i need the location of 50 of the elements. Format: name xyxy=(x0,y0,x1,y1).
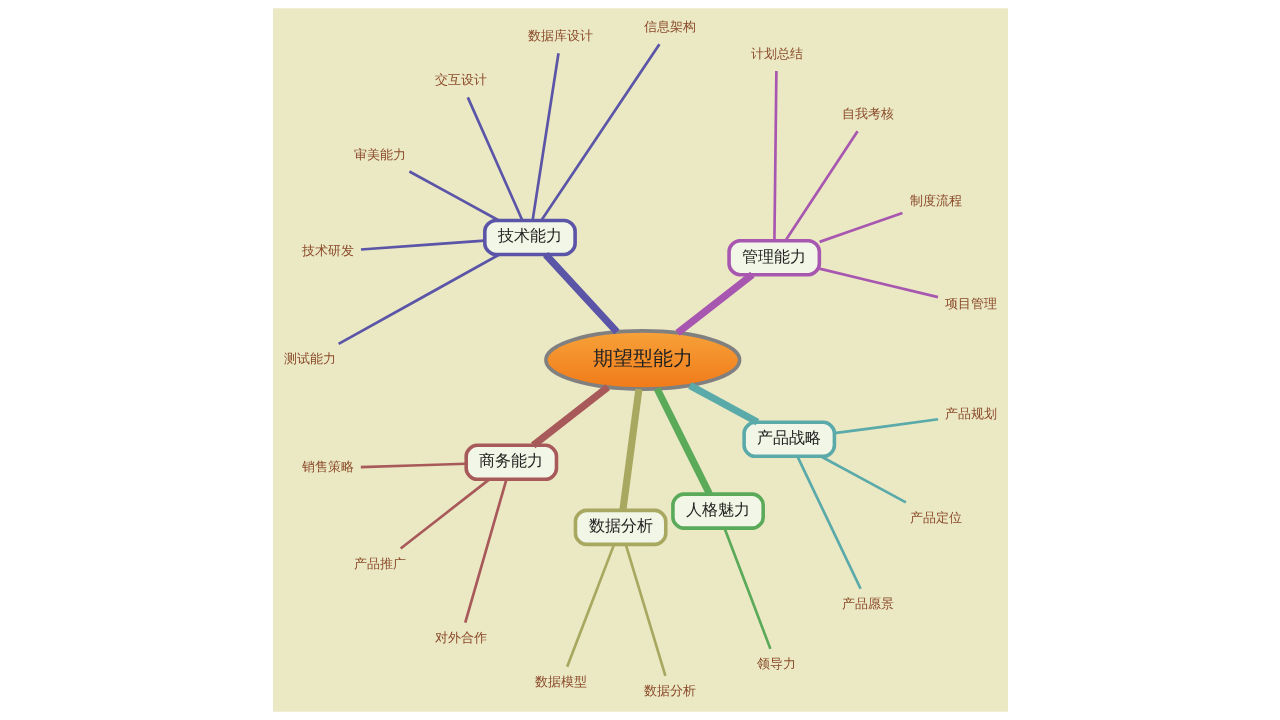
connector xyxy=(539,43,661,222)
connector xyxy=(530,53,560,221)
node-text: 销售策略 xyxy=(301,459,354,475)
connector xyxy=(833,417,938,435)
connector xyxy=(360,239,485,251)
node-text: 信息架构 xyxy=(643,19,696,35)
connector xyxy=(542,252,619,335)
connector xyxy=(819,455,906,504)
node-ellipse: 期望型能力 xyxy=(543,329,741,391)
node-box: 管理能力 xyxy=(726,238,821,277)
node-text: 产品规划 xyxy=(944,406,997,422)
connector xyxy=(623,544,667,677)
node-text: 项目管理 xyxy=(944,296,997,312)
node-text: 数据模型 xyxy=(534,674,587,690)
node-box: 技术能力 xyxy=(482,218,577,257)
connector xyxy=(337,253,500,346)
connector xyxy=(653,387,713,496)
connector xyxy=(783,130,859,242)
connector xyxy=(722,527,772,650)
node-text: 技术研发 xyxy=(301,243,354,259)
node-text: 数据分析 xyxy=(643,683,696,699)
node-text: 领导力 xyxy=(756,656,796,672)
connector xyxy=(818,267,938,299)
node-text: 计划总结 xyxy=(750,46,803,62)
connector xyxy=(795,455,862,590)
connector xyxy=(360,462,466,469)
node-text: 对外合作 xyxy=(434,630,487,646)
connector xyxy=(399,478,490,550)
connector xyxy=(466,96,524,221)
node-text: 审美能力 xyxy=(353,146,406,162)
node-text: 自我考核 xyxy=(841,106,894,122)
node-box: 商务能力 xyxy=(463,443,558,482)
node-text: 制度流程 xyxy=(909,192,962,208)
node-box: 产品战略 xyxy=(741,420,836,459)
connector xyxy=(565,544,615,668)
node-text: 数据库设计 xyxy=(527,28,593,44)
connector xyxy=(408,170,499,222)
connector xyxy=(818,211,903,244)
node-text: 产品愿景 xyxy=(841,596,894,612)
connector xyxy=(674,271,755,336)
node-box: 人格魅力 xyxy=(670,492,765,530)
connector xyxy=(463,479,508,623)
node-text: 交互设计 xyxy=(434,72,487,88)
connector xyxy=(772,71,778,241)
node-text: 产品推广 xyxy=(353,555,406,571)
connector xyxy=(530,384,610,449)
node-text: 测试能力 xyxy=(283,351,336,367)
node-text: 产品定位 xyxy=(909,509,962,525)
node-box: 数据分析 xyxy=(573,508,668,547)
connector xyxy=(687,382,759,426)
